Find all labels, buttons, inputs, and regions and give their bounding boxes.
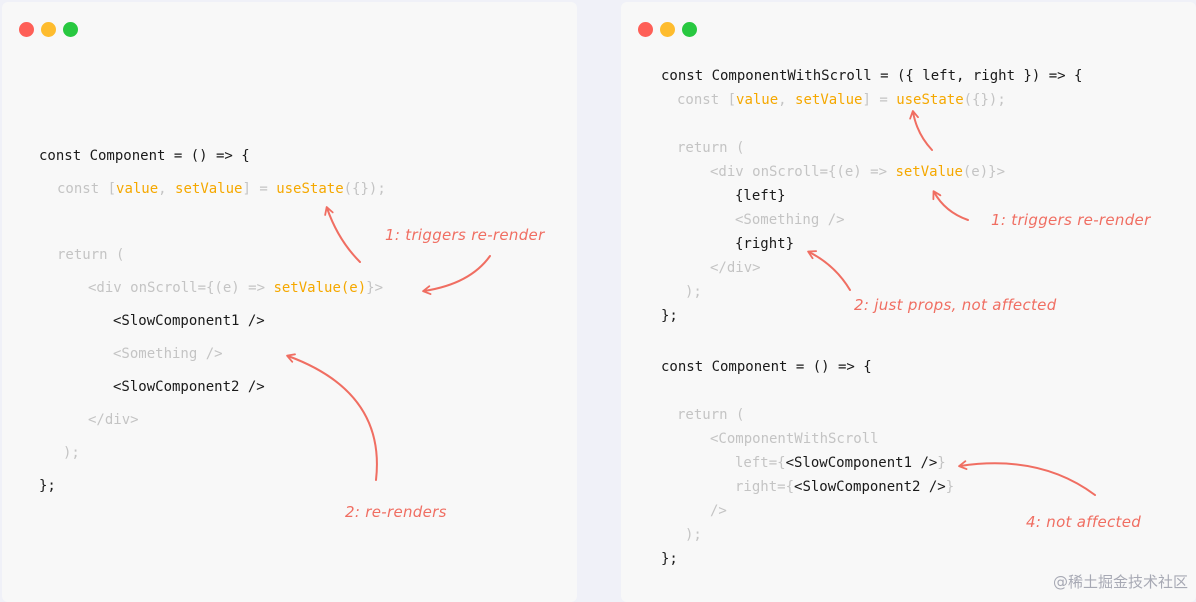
arrow-to-usestate-right	[909, 110, 933, 151]
arrow-to-setvalue	[422, 255, 491, 295]
code-line: const Component = () => {	[39, 148, 250, 164]
code-token: ,	[778, 92, 796, 108]
watermark: @稀土掘金技术社区	[1052, 573, 1188, 591]
window-controls	[19, 22, 85, 41]
code-line: };	[661, 308, 678, 324]
code-token-highlight: useState	[896, 92, 964, 108]
code-line: return (	[677, 407, 745, 423]
code-line: );	[63, 445, 80, 461]
code-token: ] =	[862, 92, 897, 108]
arrow-to-setvalue-right	[932, 190, 969, 221]
arrow-to-right-prop	[807, 250, 851, 291]
code-token: }	[937, 455, 946, 471]
code-token-highlight: setValue(e)	[273, 280, 367, 296]
code-token: right={	[735, 479, 795, 495]
code-token-highlight: useState	[276, 181, 344, 197]
code-line: };	[39, 478, 56, 494]
code-line: />	[710, 503, 727, 519]
minimize-dot-icon[interactable]	[41, 22, 56, 37]
code-token: ,	[158, 181, 176, 197]
code-line: </div>	[88, 412, 139, 428]
code-line: <div onScroll={(e) => setValue(e)}>	[88, 279, 383, 297]
code-line: left={<SlowComponent1 />}	[735, 454, 946, 472]
arrow-to-usestate	[324, 206, 361, 263]
annotation-triggers-rerender: 1: triggers re-render	[385, 226, 545, 244]
code-line: <SlowComponent1 />	[113, 313, 265, 329]
maximize-dot-icon[interactable]	[682, 22, 697, 37]
code-line: );	[685, 284, 702, 300]
code-line: const Component = () => {	[661, 359, 872, 375]
annotation-rerenders: 2: re-renders	[345, 503, 447, 521]
annotation-triggers-rerender: 1: triggers re-render	[991, 211, 1151, 229]
annotation-just-props: 2: just props, not affected	[854, 296, 1057, 314]
maximize-dot-icon[interactable]	[63, 22, 78, 37]
code-line: <Something />	[735, 212, 845, 228]
code-token: const [	[677, 92, 737, 108]
code-token: ({});	[343, 181, 386, 197]
code-line: return (	[57, 247, 125, 263]
code-line: <div onScroll={(e) => setValue(e)}>	[710, 163, 1005, 181]
code-token: }	[945, 479, 955, 495]
code-token: <SlowComponent2 />	[794, 479, 946, 495]
code-token: (e)}>	[962, 164, 1006, 180]
annotation-not-affected: 4: not affected	[1026, 513, 1142, 531]
code-line: const [value, setValue] = useState({});	[677, 91, 1006, 109]
close-dot-icon[interactable]	[638, 22, 653, 37]
code-token: <div onScroll={(e) =>	[710, 164, 896, 180]
code-token: ] =	[242, 181, 277, 197]
code-line: <ComponentWithScroll	[710, 431, 879, 447]
close-dot-icon[interactable]	[19, 22, 34, 37]
code-line: {right}	[735, 236, 795, 252]
code-line: const ComponentWithScroll = ({ left, rig…	[661, 68, 1083, 84]
code-line: </div>	[710, 260, 761, 276]
code-token-highlight: value	[736, 92, 779, 108]
code-token: <div onScroll={(e) =>	[88, 280, 274, 296]
window-controls	[638, 22, 704, 41]
code-token: }>	[366, 280, 384, 296]
code-line: };	[661, 551, 678, 567]
arrow-to-something	[286, 353, 378, 481]
code-line: <SlowComponent2 />	[113, 379, 265, 395]
code-token-highlight: setValue	[895, 164, 963, 180]
code-line: <Something />	[113, 346, 223, 362]
code-token-highlight: setValue	[795, 92, 863, 108]
code-token: const [	[57, 181, 117, 197]
code-line: return (	[677, 140, 745, 156]
code-token: <SlowComponent1 />	[785, 455, 938, 471]
code-line: right={<SlowComponent2 />}	[735, 478, 954, 496]
code-line: const [value, setValue] = useState({});	[57, 180, 386, 198]
code-token: left={	[735, 455, 786, 471]
code-token: ({});	[963, 92, 1006, 108]
code-line: {left}	[735, 188, 786, 204]
code-token-highlight: setValue	[175, 181, 243, 197]
left-code-window: const Component = () => { const [value, …	[2, 2, 577, 602]
code-token-highlight: value	[116, 181, 159, 197]
right-code-window: const ComponentWithScroll = ({ left, rig…	[621, 2, 1196, 602]
minimize-dot-icon[interactable]	[660, 22, 675, 37]
arrow-to-slowcomponent1	[958, 460, 1096, 496]
code-line: );	[685, 527, 702, 543]
